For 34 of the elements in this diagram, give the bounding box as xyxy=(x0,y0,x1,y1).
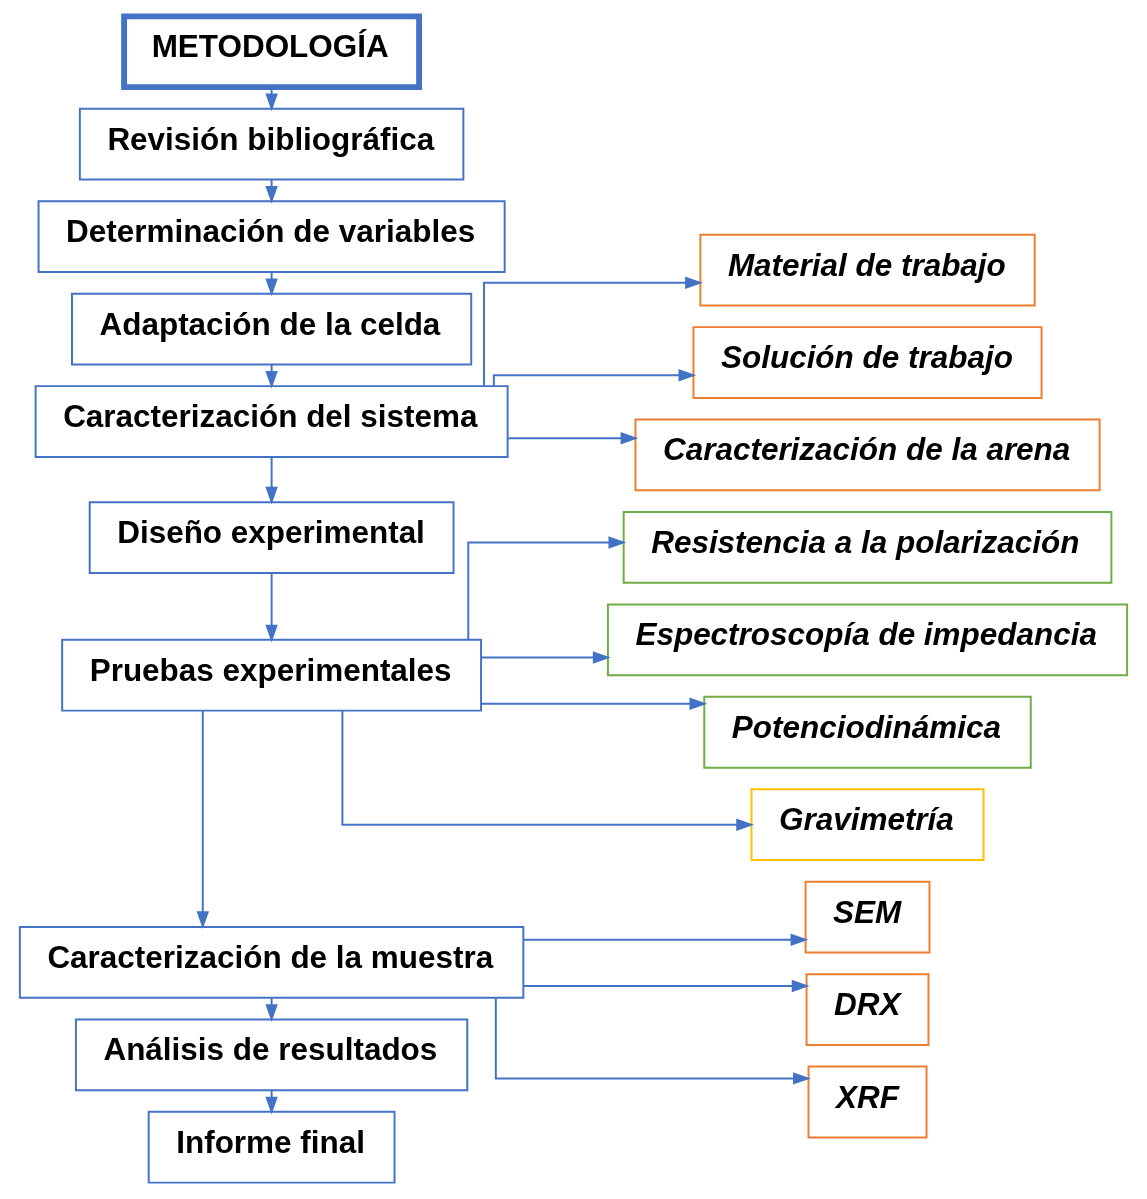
node-box: Diseño experimental xyxy=(88,501,455,574)
arrow xyxy=(265,572,278,643)
node-box: Pruebas experimentales xyxy=(61,638,483,712)
arrow xyxy=(341,709,754,831)
node-box: Análisis de resultados xyxy=(74,1018,469,1092)
arrow xyxy=(480,697,708,710)
node-box: Material de trabajo xyxy=(699,233,1036,307)
arrow xyxy=(196,710,209,930)
arrow xyxy=(483,276,703,387)
node-box: Informe final xyxy=(147,1110,396,1184)
arrow xyxy=(507,432,639,445)
node-box: Determinación de variables xyxy=(37,200,506,274)
node-box: METODOLOGÍA xyxy=(121,13,423,91)
node-box: Solución de trabajo xyxy=(692,326,1043,399)
arrow xyxy=(492,369,697,387)
node-box: SEM xyxy=(804,880,931,954)
arrow xyxy=(467,536,627,641)
node-box: Espectroscopía de impedancia xyxy=(606,603,1129,677)
arrow xyxy=(265,1089,278,1115)
arrow xyxy=(494,996,811,1085)
node-box: XRF xyxy=(807,1065,928,1139)
node-box: DRX xyxy=(805,973,930,1046)
arrow xyxy=(522,933,809,946)
arrow xyxy=(522,979,810,993)
node-box: Caracterización de la muestra xyxy=(18,925,525,999)
arrow xyxy=(480,651,611,664)
node-box: Potenciodinámica xyxy=(703,695,1032,769)
node-box: Resistencia a la polarización xyxy=(622,511,1113,584)
arrow xyxy=(265,455,278,505)
node-box: Caracterización de la arena xyxy=(634,418,1101,492)
node-box: Gravimetría xyxy=(750,788,985,862)
node-box: Adaptación de la celda xyxy=(71,292,473,366)
node-box: Revisión bibliográfica xyxy=(78,107,465,181)
node-box: Caracterización del sistema xyxy=(34,385,509,458)
